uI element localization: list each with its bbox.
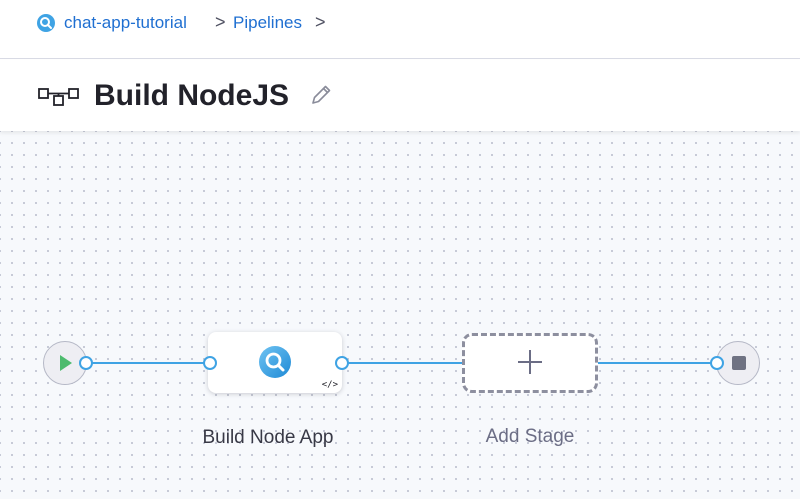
connector-port [335, 356, 349, 370]
stage-node-build-node-app[interactable]: </> [208, 332, 342, 393]
pipeline-canvas[interactable] [0, 131, 800, 499]
ci-search-icon [259, 346, 291, 378]
connector-line [596, 362, 718, 364]
plus-icon [518, 350, 542, 374]
connector-line [342, 362, 464, 364]
connector-line [86, 362, 210, 364]
stage-label: Build Node App [202, 427, 334, 448]
project-logo-icon [37, 14, 55, 32]
chevron-right-icon: > [215, 12, 226, 32]
yaml-code-badge: </> [319, 379, 340, 391]
connector-port [203, 356, 217, 370]
stop-icon [732, 356, 746, 370]
breadcrumb: chat-app-tutorial > Pipelines > [0, 0, 800, 59]
breadcrumb-project-link[interactable]: chat-app-tutorial [64, 13, 187, 32]
add-stage-button[interactable] [462, 333, 598, 393]
connector-port [710, 356, 724, 370]
chevron-right-icon: > [315, 12, 326, 32]
page-title: Build NodeJS [94, 79, 290, 112]
play-icon [60, 355, 72, 371]
pencil-icon[interactable] [308, 82, 334, 108]
breadcrumb-pipelines-link[interactable]: Pipelines [233, 13, 302, 32]
connector-port [79, 356, 93, 370]
pipeline-header [0, 60, 800, 131]
pipeline-icon [38, 88, 79, 106]
add-stage-label: Add Stage [485, 426, 575, 447]
